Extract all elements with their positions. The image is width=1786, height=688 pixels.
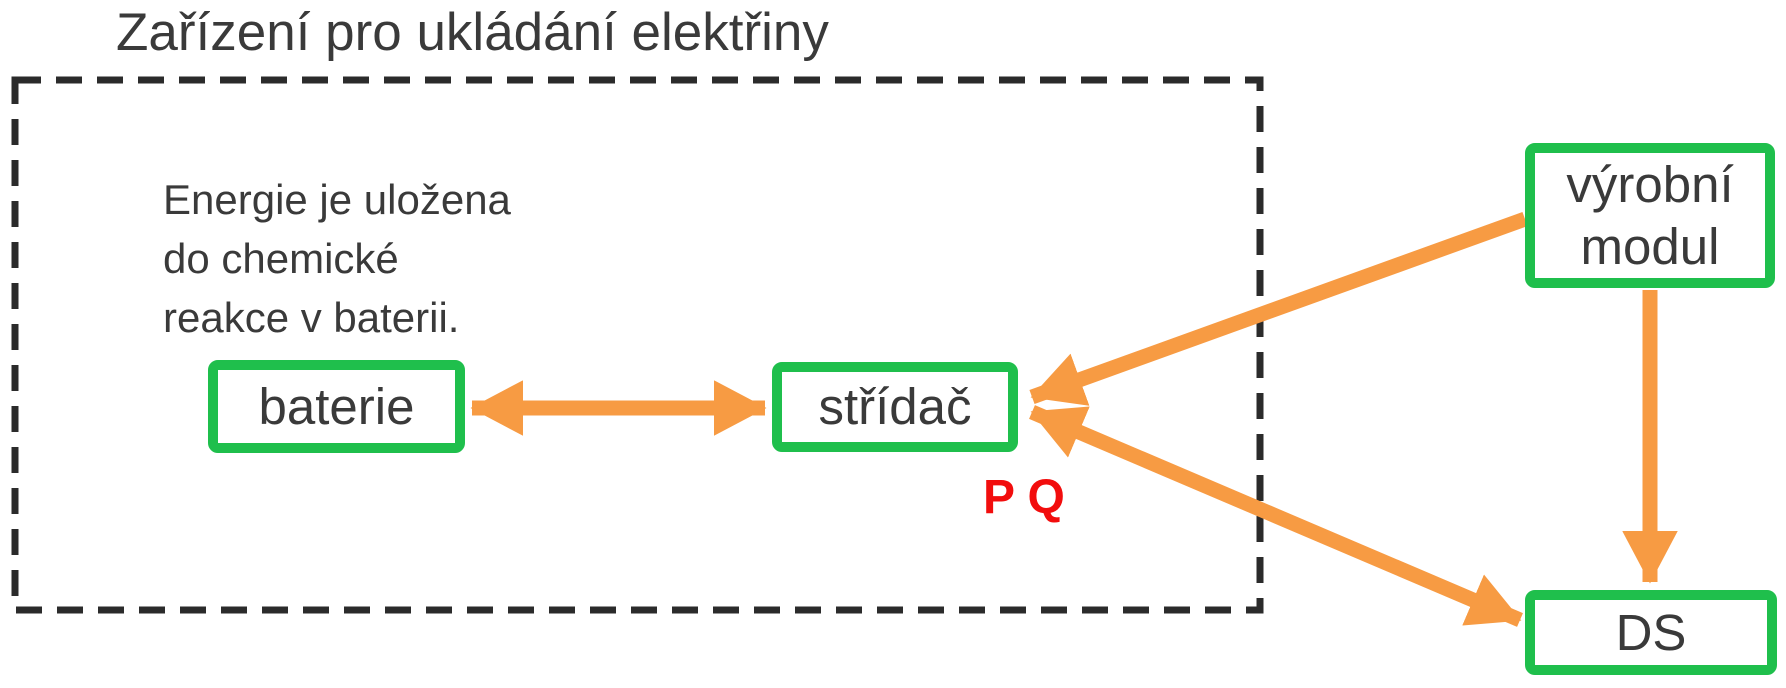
arrow-stridac-ds-bidirectional	[1029, 405, 1523, 627]
pq-annotation: P Q	[983, 471, 1065, 524]
battery-energy-note: Energie je uložena do chemické reakce v …	[163, 170, 511, 347]
diagram-title: Zařízení pro ukládání elektřiny	[116, 3, 829, 62]
note-line: Energie je uložena	[163, 176, 511, 223]
note-line: reakce v baterii.	[163, 294, 460, 341]
storage-device-dashed-boundary	[11, 76, 1264, 614]
node-baterie: baterie	[208, 360, 465, 453]
node-stridac: střídač	[772, 362, 1018, 452]
node-vyrobni-modul-label: výrobní modul	[1566, 155, 1734, 275]
node-baterie-label: baterie	[258, 377, 415, 435]
node-ds-label: DS	[1615, 603, 1687, 661]
node-stridac-label: střídač	[818, 378, 972, 435]
note-line: do chemické	[163, 235, 399, 282]
arrow-vyrobni-modul-to-stridac	[1029, 211, 1528, 406]
node-vyrobni-modul: výrobní modul	[1525, 143, 1775, 288]
node-ds: DS	[1525, 590, 1777, 675]
